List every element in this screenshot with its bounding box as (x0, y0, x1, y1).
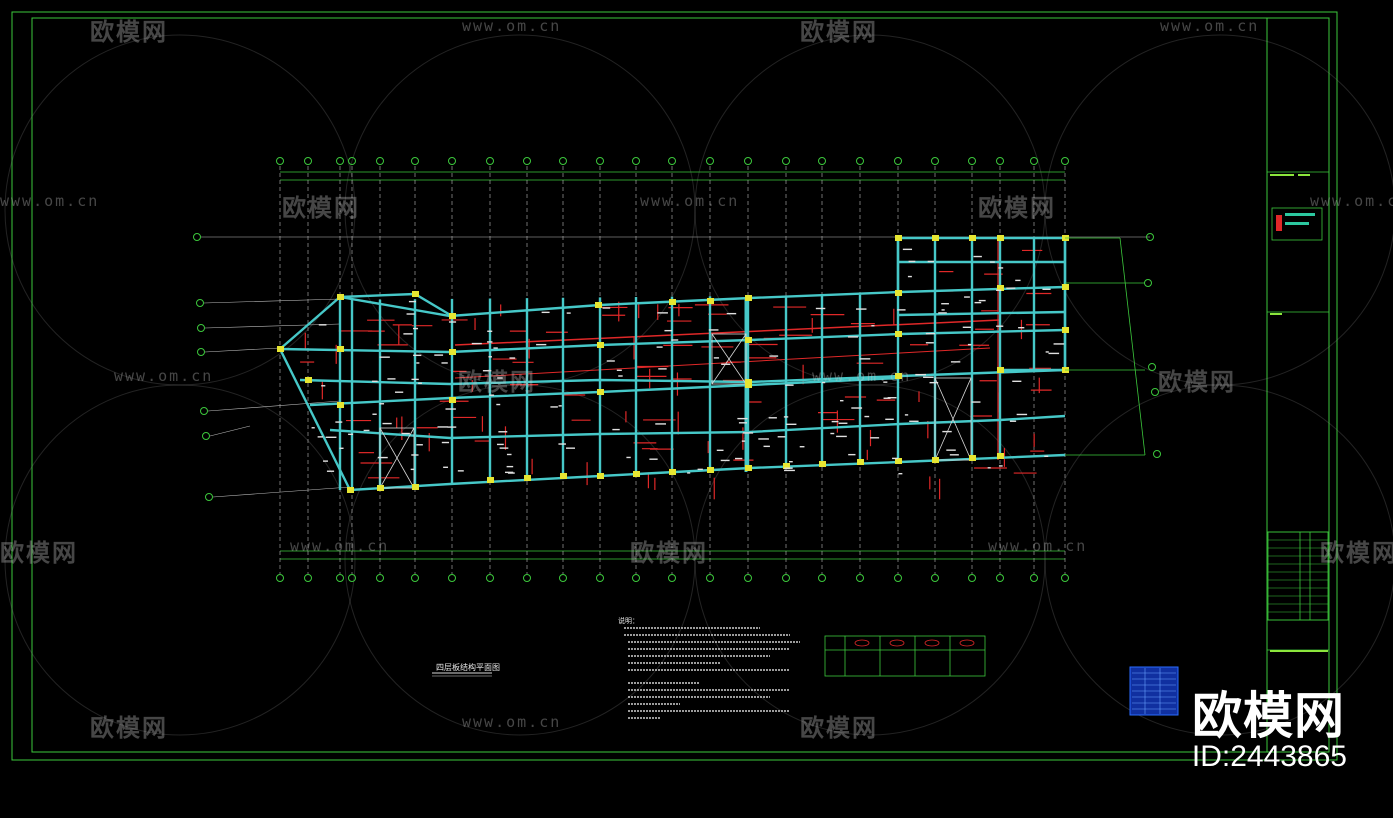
watermark-brand: 欧模网 (0, 540, 78, 567)
watermark-brand: 欧模网 (800, 19, 878, 46)
title-underline (432, 672, 492, 677)
watermark-brand: 欧模网 (630, 540, 708, 567)
right-dimension (1065, 237, 1146, 456)
watermark-url: www.om.cn (290, 537, 390, 555)
approval-stamp (1129, 666, 1179, 716)
watermark-url: www.om.cn (640, 192, 740, 210)
watermark-brand: 欧模网 (458, 369, 536, 396)
legend-table (824, 635, 986, 677)
brand-name: 欧模网 (1192, 688, 1345, 744)
watermark-brand: 欧模网 (282, 195, 360, 222)
watermark-url: www.om.cn (462, 713, 562, 731)
watermark-brand: 欧模网 (978, 195, 1056, 222)
watermark-brand: 欧模网 (90, 19, 168, 46)
watermark-brand: 欧模网 (90, 715, 168, 742)
watermark-brand: 欧模网 (1158, 369, 1236, 396)
left-axis-bubbles (193, 233, 1161, 501)
watermark-url: www.om.cn (462, 17, 562, 35)
slab-annotations (311, 248, 1065, 475)
watermark-brand: 欧模网 (1320, 540, 1393, 567)
model-id: ID:2443865 (1191, 740, 1347, 773)
notes-block (624, 627, 800, 719)
notes-heading: 说明： (618, 617, 639, 625)
watermark-url: www.om.cn (988, 537, 1088, 555)
watermark-url: www.om.cn (114, 367, 214, 385)
watermark-url: www.om.cn (812, 367, 912, 385)
watermark-url: www.om.cn (1160, 17, 1260, 35)
watermark-url: www.om.cn (1310, 192, 1393, 210)
title-block-highlights (1270, 174, 1328, 652)
axis-bubbles (276, 157, 1069, 582)
watermark-brand: 欧模网 (800, 715, 878, 742)
beam-network (278, 236, 1067, 492)
drawing-frame (11, 11, 1338, 761)
dimension-lines (280, 171, 1065, 560)
watermark-circles (4, 34, 1393, 736)
title-block-rows (1268, 539, 1328, 613)
title-block (1267, 171, 1329, 651)
drawing-title: 四层板结构平面图 (436, 663, 500, 672)
stair-openings (379, 333, 972, 489)
watermark-url: www.om.cn (0, 192, 100, 210)
